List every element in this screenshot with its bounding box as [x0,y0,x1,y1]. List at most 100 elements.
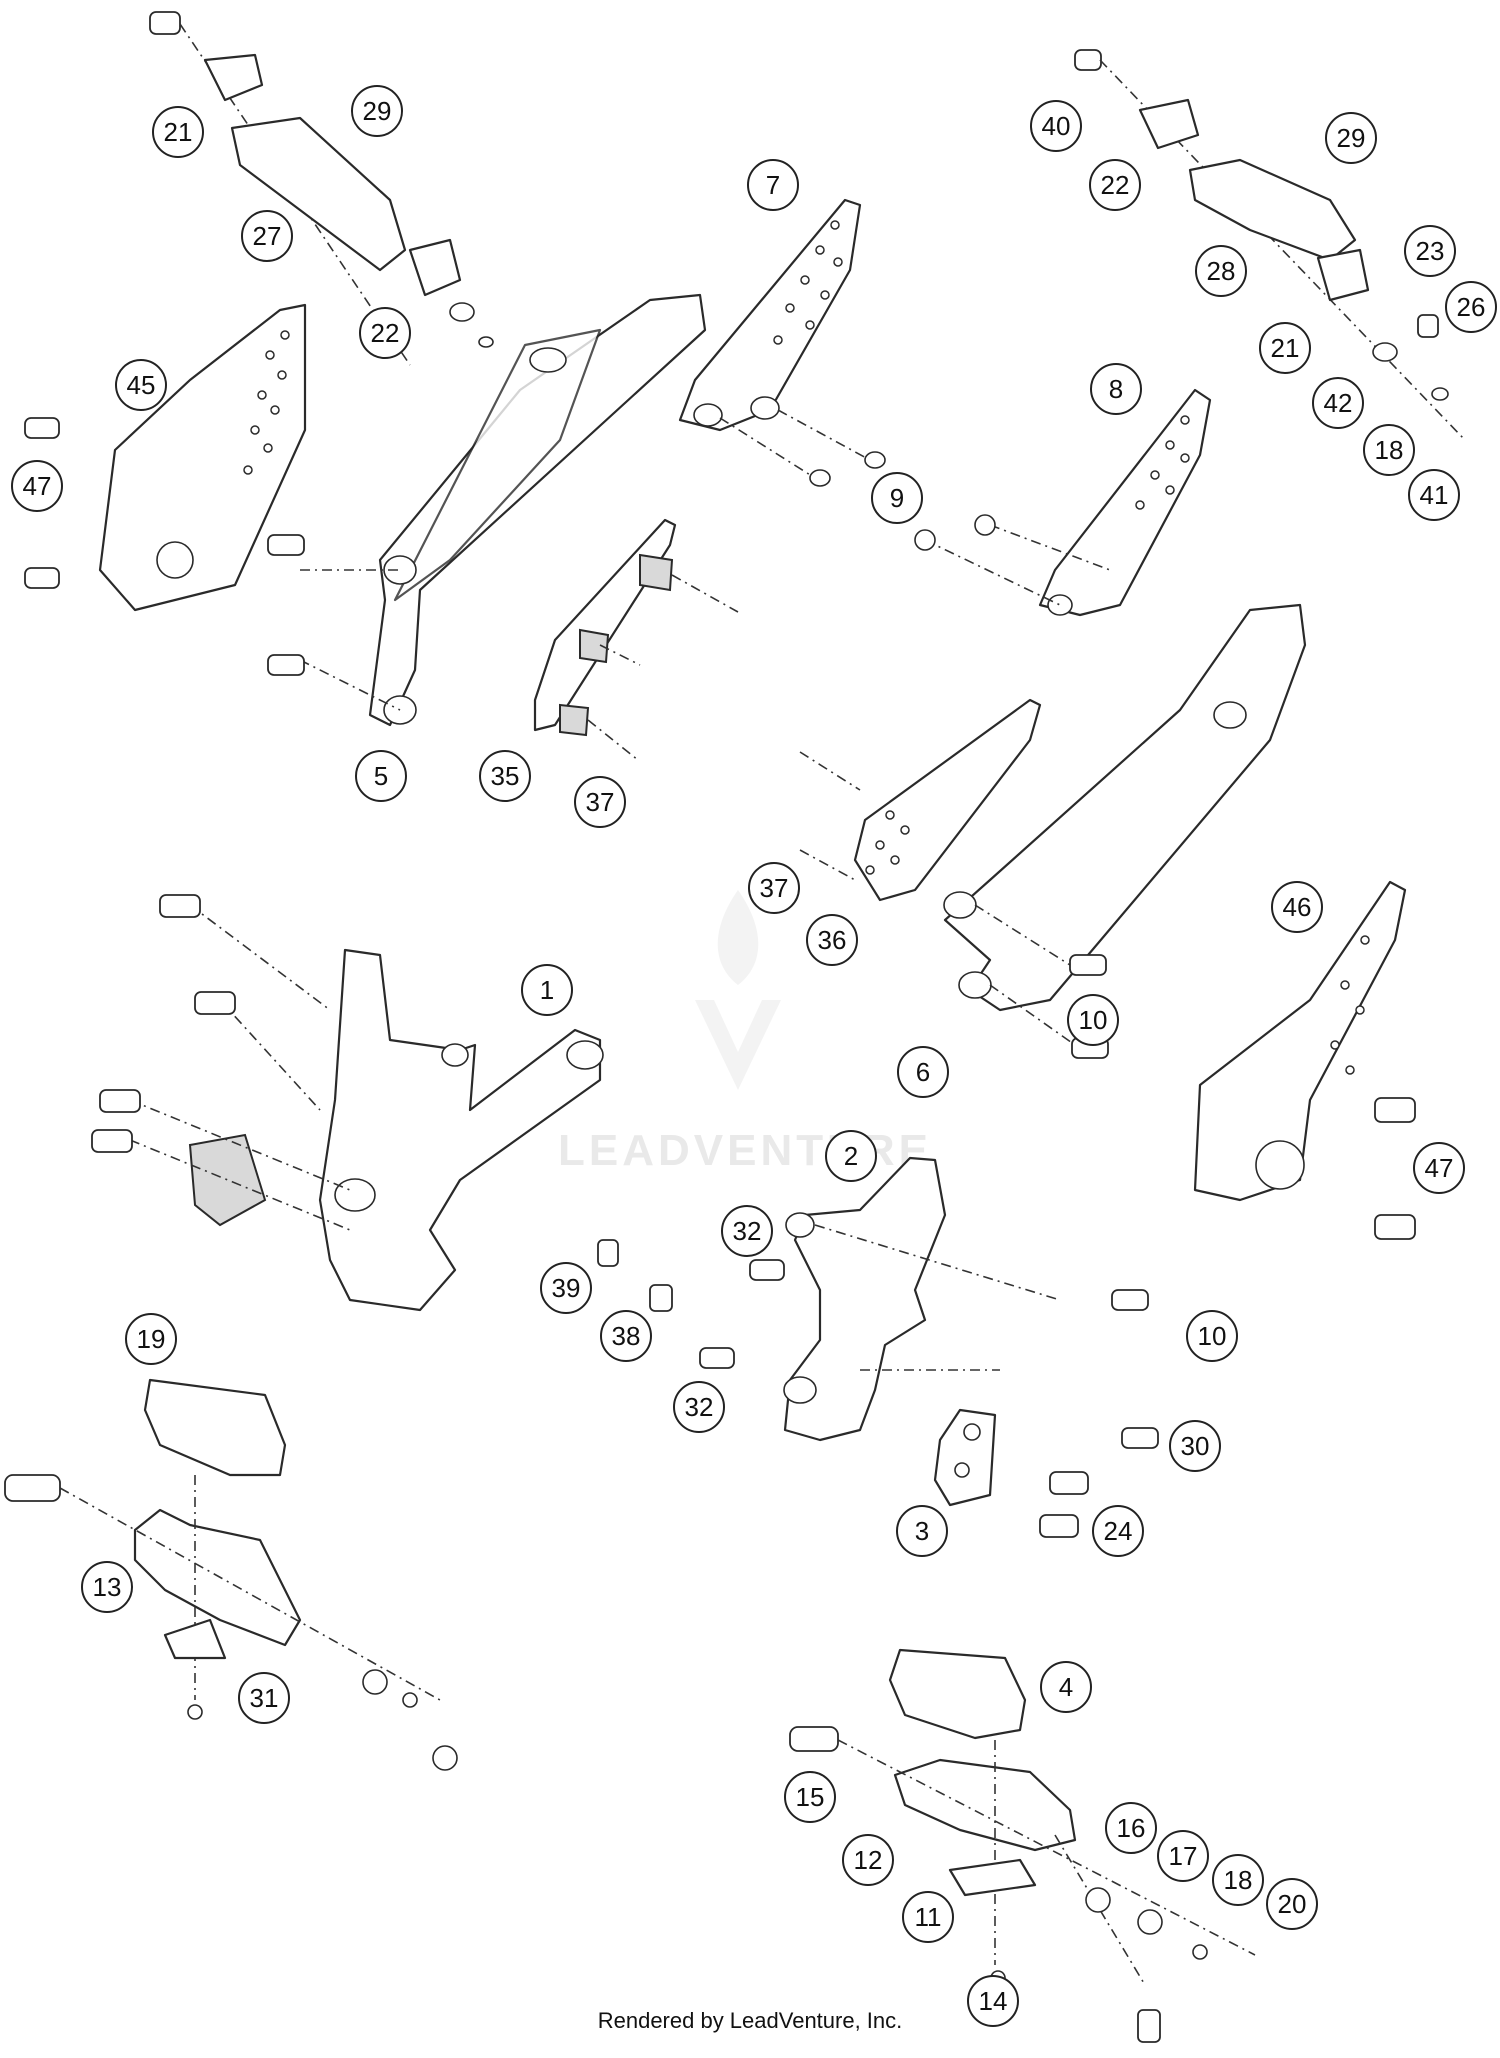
svg-text:11: 11 [915,1902,942,1932]
footpeg-29-right [1188,158,1357,262]
callout-3: 3 [896,1505,948,1557]
footpeg-29-left [230,116,407,272]
svg-text:10: 10 [1079,1005,1108,1035]
svg-text:15: 15 [796,1782,825,1812]
svg-text:19: 19 [137,1324,166,1354]
svg-text:1: 1 [540,975,554,1005]
callout-36: 36 [806,914,858,966]
plate-35 [533,518,739,761]
svg-text:37: 37 [586,787,615,817]
callout-47: 47 [11,460,63,512]
callout-13: 13 [81,1561,133,1613]
callout-29: 29 [1325,112,1377,164]
peg-bracket [203,53,264,102]
callout-31: 31 [238,1672,290,1724]
svg-text:23: 23 [1416,236,1445,266]
peg-bracket-lower [408,238,462,297]
callout-41: 41 [1408,469,1460,521]
footer-credit: Rendered by LeadVenture, Inc. [597,2008,903,2033]
svg-text:38: 38 [612,1321,641,1351]
svg-text:13: 13 [93,1572,122,1602]
svg-text:18: 18 [1224,1865,1253,1895]
callout-18: 18 [1363,424,1415,476]
svg-text:39: 39 [552,1273,581,1303]
heel-guard-8 [914,388,1212,617]
callout-46: 46 [1271,881,1323,933]
callout-26: 26 [1445,281,1497,333]
callout-11: 11 [902,1891,954,1943]
rubber-pad-19 [143,1378,287,1477]
callout-4: 4 [1040,1661,1092,1713]
svg-text:29: 29 [1337,123,1366,153]
svg-text:18: 18 [1375,435,1404,465]
svg-text:17: 17 [1169,1841,1198,1871]
callout-18: 18 [1212,1854,1264,1906]
callout-9: 9 [871,472,923,524]
callout-30: 30 [1169,1420,1221,1472]
callout-12: 12 [842,1834,894,1886]
svg-text:24: 24 [1104,1516,1133,1546]
svg-text:5: 5 [374,761,388,791]
svg-text:16: 16 [1117,1813,1146,1843]
svg-text:35: 35 [491,761,520,791]
svg-text:41: 41 [1420,480,1449,510]
callout-16: 16 [1105,1802,1157,1854]
rear-bracket-5 [267,293,707,727]
svg-text:45: 45 [127,370,156,400]
heel-guard-46 [1193,880,1416,1240]
callout-28: 28 [1195,245,1247,297]
callout-21: 21 [152,106,204,158]
lower-right-peg-assembly [789,1648,1256,2043]
top-left-footpeg-assembly [149,11,494,366]
callout-6: 6 [897,1046,949,1098]
svg-text:32: 32 [685,1392,714,1422]
callout-40: 40 [1030,100,1082,152]
lower-left-peg-assembly [4,1378,458,1771]
callout-2: 2 [825,1130,877,1182]
callout-10: 10 [1186,1310,1238,1362]
callout-32: 32 [721,1205,773,1257]
callout-8: 8 [1090,363,1142,415]
callout-17: 17 [1157,1830,1209,1882]
svg-text:3: 3 [915,1516,929,1546]
callout-45: 45 [115,359,167,411]
plate-36 [799,698,1042,902]
callout-20: 20 [1266,1878,1318,1930]
footpeg-12 [893,1758,1077,1852]
callout-24: 24 [1092,1505,1144,1557]
svg-text:32: 32 [733,1216,762,1246]
callout-47: 47 [1413,1142,1465,1194]
svg-text:47: 47 [23,471,52,501]
heel-guard-45 [24,303,307,612]
svg-text:27: 27 [253,221,282,251]
callout-35: 35 [479,750,531,802]
svg-text:29: 29 [363,96,392,126]
svg-text:36: 36 [818,925,847,955]
front-bracket-1 [91,894,604,1312]
front-bracket-2 [597,1156,1159,1449]
callout-37: 37 [574,776,626,828]
svg-text:22: 22 [371,318,400,348]
svg-text:46: 46 [1283,892,1312,922]
svg-text:47: 47 [1425,1153,1454,1183]
heel-guard-7 [678,198,886,487]
svg-text:21: 21 [1271,333,1300,363]
pin-bolt [149,11,181,35]
svg-text:4: 4 [1059,1672,1073,1702]
callout-42: 42 [1312,377,1364,429]
callout-5: 5 [355,750,407,802]
svg-text:30: 30 [1181,1431,1210,1461]
svg-text:42: 42 [1324,388,1353,418]
callout-22: 22 [1089,159,1141,211]
watermark: LEADVENTURE [558,890,928,1175]
svg-text:2: 2 [844,1141,858,1171]
callout-32: 32 [673,1381,725,1433]
callout-29: 29 [351,85,403,137]
svg-text:6: 6 [916,1057,930,1087]
rubber-pad-4 [888,1648,1027,1740]
callout-10: 10 [1067,994,1119,1046]
callout-7: 7 [747,159,799,211]
footpeg-13 [133,1508,302,1647]
svg-text:26: 26 [1457,292,1486,322]
